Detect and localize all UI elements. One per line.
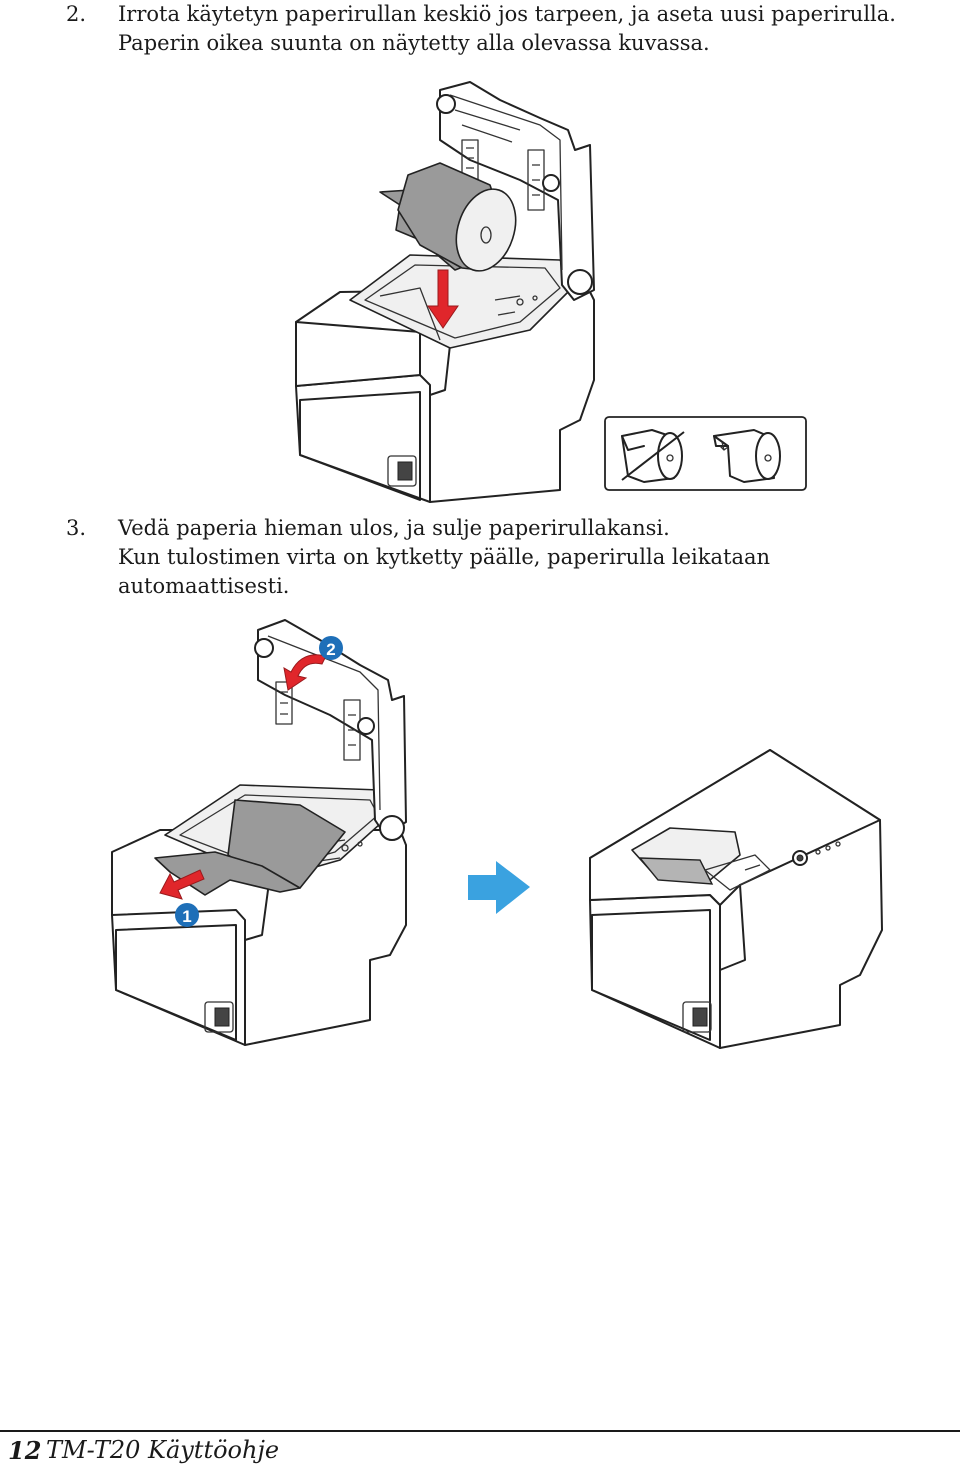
step-text: Irrota käytetyn paperirullan keskiö jos … — [118, 0, 958, 58]
paper-roll-wrong-orientation-icon — [621, 429, 685, 483]
step-line: Kun tulostimen virta on kytketty päälle,… — [118, 545, 771, 569]
step-marker-1-icon: 1 — [175, 903, 199, 927]
footer-rule — [0, 1430, 960, 1432]
step-marker-2-icon: 2 — [319, 636, 343, 660]
printer-close-cover-illustration: 2 1 — [111, 619, 407, 1046]
close-cover-arrow-icon — [283, 654, 327, 691]
pull-paper-arrow-icon — [159, 869, 205, 900]
svg-text:1: 1 — [182, 907, 191, 926]
step-number: 2. — [66, 2, 87, 26]
svg-text:2: 2 — [326, 640, 335, 659]
step-line: automaattisesti. — [118, 574, 290, 598]
printer-load-paper-roll-illustration — [295, 81, 595, 503]
manual-title: TM-T20 Käyttöohje — [46, 1436, 280, 1464]
step-line: Paperin oikea suunta on näytetty alla ol… — [118, 31, 710, 55]
blue-right-arrow-icon — [468, 861, 530, 914]
insert-direction-arrow-icon — [427, 269, 459, 329]
step-line: Vedä paperia hieman ulos, ja sulje paper… — [118, 516, 670, 540]
paper-roll-correct-orientation-icon — [713, 429, 781, 483]
step-number: 3. — [66, 516, 87, 540]
step-text: Vedä paperia hieman ulos, ja sulje paper… — [118, 514, 958, 601]
page-number: 12 — [8, 1436, 42, 1465]
paper-roll-orientation-box — [604, 416, 807, 491]
step-line: Irrota käytetyn paperirullan keskiö jos … — [118, 2, 896, 26]
page-footer: 12 TM-T20 Käyttöohje — [0, 1427, 960, 1469]
printer-closed-illustration — [589, 749, 883, 1049]
